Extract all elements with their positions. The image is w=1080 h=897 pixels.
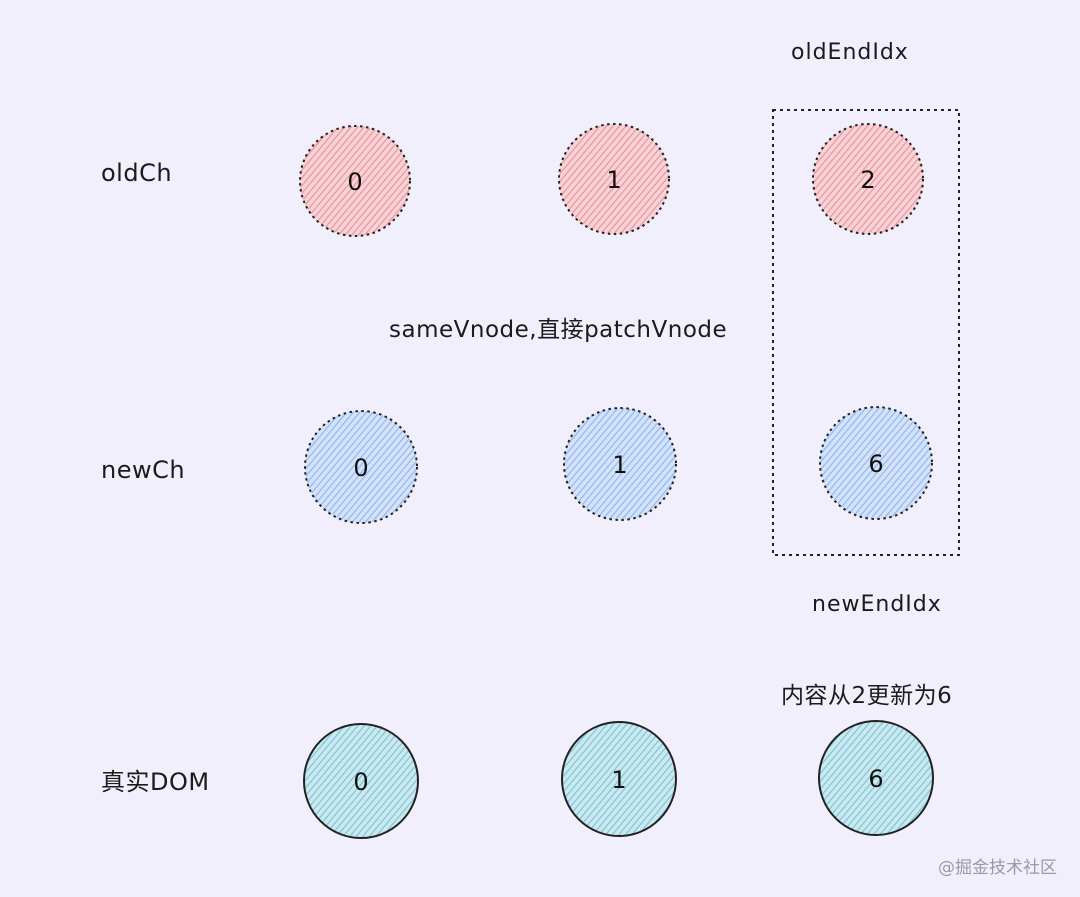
watermark: @掘金技术社区 [938,858,1057,878]
new-end-idx-label: newEndIdx [812,592,942,617]
old-node-0-label: 0 [347,168,362,196]
old-node-2: 2 [812,123,924,235]
dom-node-1: 1 [561,721,677,837]
old-end-idx-label: oldEndIdx [791,40,909,65]
old-node-1-label: 1 [606,166,621,194]
old-children-label: oldCh [101,159,173,187]
update-annotation: 内容从2更新为6 [781,683,953,709]
dom-node-0-label: 0 [353,768,368,796]
new-node-2-label: 6 [868,450,883,478]
new-node-0: 0 [304,410,418,524]
old-node-2-label: 2 [860,166,875,194]
new-children-label: newCh [101,456,186,484]
real-dom-label: 真实DOM [101,768,210,796]
old-node-1: 1 [558,123,670,235]
new-node-1: 1 [563,407,677,521]
new-node-2: 6 [819,406,933,520]
old-node-0: 0 [299,125,411,237]
dom-node-2-label: 6 [868,765,883,793]
dom-node-0: 0 [303,723,419,839]
dom-node-1-label: 1 [611,766,626,794]
dom-node-2: 6 [818,720,934,836]
new-node-0-label: 0 [353,454,368,482]
same-vnode-annotation: sameVnode,直接patchVnode [389,317,728,343]
end-index-highlight-box [772,109,960,556]
new-node-1-label: 1 [612,451,627,479]
